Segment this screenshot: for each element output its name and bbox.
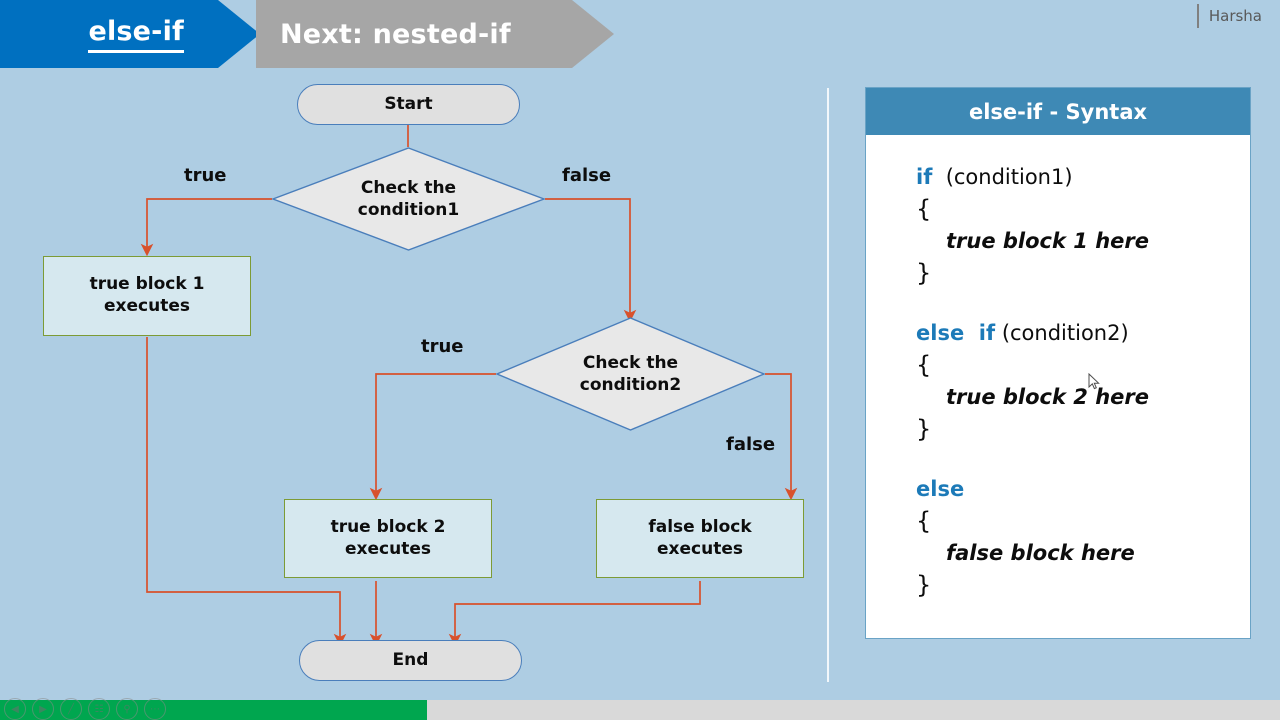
- topic-banner: else-if Next: nested-if: [0, 0, 1280, 68]
- playback-bar[interactable]: [0, 700, 1280, 720]
- presenter-name: Harsha: [1208, 7, 1262, 25]
- zoom-icon[interactable]: ⚲: [116, 698, 138, 720]
- edge-label-true-2: true: [421, 336, 464, 357]
- content-divider: [827, 88, 829, 682]
- syntax-panel-title: else-if - Syntax: [968, 99, 1148, 124]
- keyword-if: if: [916, 165, 933, 189]
- current-topic-label: else-if: [88, 16, 184, 53]
- node-decision-1-label: Check the condition1: [357, 177, 460, 220]
- node-false-block[interactable]: false block executes: [596, 499, 804, 578]
- keyword-else-if: else if: [916, 321, 996, 345]
- code-line-close-brace-1: }: [916, 259, 932, 287]
- pen-icon[interactable]: ╱: [60, 698, 82, 720]
- flowchart-connectors: [140, 125, 798, 647]
- code-line-open-brace-1: {: [916, 195, 932, 223]
- edge-label-true-1: true: [184, 165, 227, 186]
- node-true-block-1[interactable]: true block 1 executes: [43, 256, 251, 336]
- node-decision-2[interactable]: Check the condition2: [496, 317, 765, 431]
- node-end-label: End: [392, 649, 429, 670]
- node-start-label: Start: [384, 93, 433, 114]
- condition-2: (condition2): [995, 321, 1129, 345]
- syntax-panel: else-if - Syntax if (condition1) { true …: [865, 87, 1251, 639]
- code-spacer-1: [916, 289, 1250, 317]
- play-icon[interactable]: ▶: [32, 698, 54, 720]
- mouse-cursor: [1088, 373, 1100, 390]
- code-line-false-block: false block here: [946, 541, 1135, 565]
- flowchart: Start Check the condition1 Check the: [43, 84, 804, 681]
- more-icon[interactable]: ⋯: [144, 698, 166, 720]
- syntax-panel-header: else-if - Syntax: [866, 88, 1250, 135]
- syntax-panel-body: if (condition1) { true block 1 here } el…: [866, 135, 1250, 601]
- node-end[interactable]: End: [299, 640, 522, 681]
- edge-label-false-2: false: [726, 434, 776, 455]
- code-line-close-brace-3: }: [916, 571, 932, 599]
- code-spacer-2: [916, 445, 1250, 473]
- playback-controls[interactable]: ◀ ▶ ╱ ☷ ⚲ ⋯: [4, 698, 166, 720]
- next-topic-label: Next: nested-if: [280, 18, 511, 50]
- node-true-block-2[interactable]: true block 2 executes: [284, 499, 492, 578]
- code-line-open-brace-2: {: [916, 351, 932, 379]
- current-topic-chevron[interactable]: else-if: [0, 0, 260, 68]
- node-decision-2-label: Check the condition2: [579, 352, 682, 395]
- slides-icon[interactable]: ☷: [88, 698, 110, 720]
- code-line-else: else: [916, 473, 1250, 505]
- node-start[interactable]: Start: [297, 84, 520, 125]
- keyword-else: else: [916, 477, 965, 501]
- node-decision-1[interactable]: Check the condition1: [272, 147, 545, 251]
- code-line-if: if (condition1): [916, 161, 1250, 193]
- previous-icon[interactable]: ◀: [4, 698, 26, 720]
- presenter-credit: Harsha: [1196, 4, 1262, 28]
- edge-label-false-1: false: [562, 165, 612, 186]
- next-topic-chevron[interactable]: Next: nested-if: [256, 0, 614, 68]
- code-line-else-if: else if (condition2): [916, 317, 1250, 349]
- code-line-close-brace-2: }: [916, 415, 932, 443]
- code-line-open-brace-3: {: [916, 507, 932, 535]
- condition-1: (condition1): [932, 165, 1073, 189]
- code-line-true-block-1: true block 1 here: [946, 229, 1149, 253]
- code-line-true-block-2: true block 2 here: [946, 385, 1149, 409]
- presenter-divider: [1196, 4, 1199, 28]
